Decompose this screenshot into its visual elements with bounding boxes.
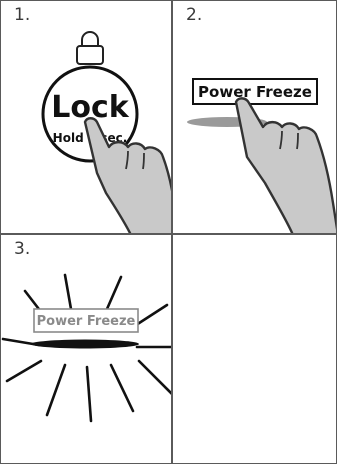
power-freeze-label: Power Freeze xyxy=(198,83,312,101)
pressing-hand-icon xyxy=(236,98,337,234)
empty-panel xyxy=(172,234,337,464)
step-1-illustration: Lock Hold 3 sec. xyxy=(1,1,172,234)
step-3-illustration: Power Freeze xyxy=(1,235,172,464)
power-freeze-label: Power Freeze xyxy=(37,314,136,329)
step-3-panel: 3. Power Freeze xyxy=(0,234,172,464)
step-1-panel: 1. Lock Hold 3 sec. xyxy=(0,0,172,234)
step-2-illustration: Power Freeze xyxy=(173,1,337,234)
padlock-icon xyxy=(77,32,103,64)
button-shadow xyxy=(31,340,139,349)
step-2-panel: 2. Power Freeze xyxy=(172,0,337,234)
